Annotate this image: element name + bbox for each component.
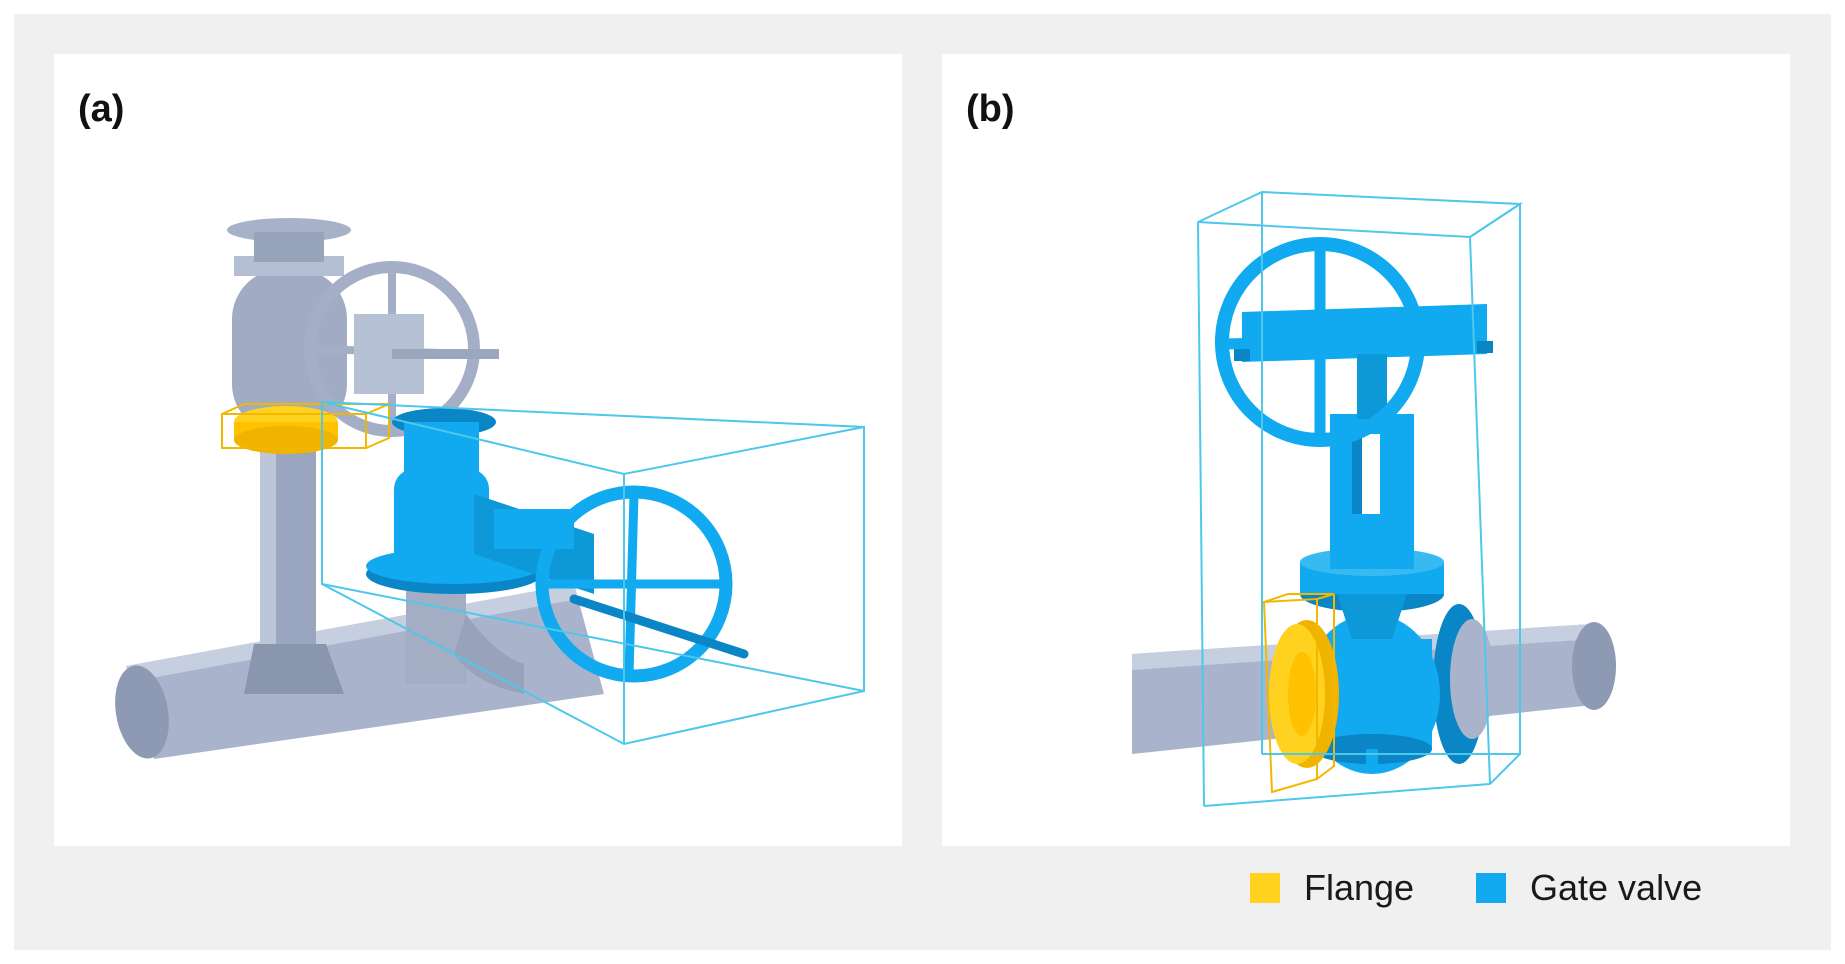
gate-valve-body-a [394,469,489,574]
blue-handwheel-a [535,485,733,683]
pipe-scene-b [1132,190,1616,807]
legend-label-gate-valve: Gate valve [1530,867,1703,908]
panel-a-label: (a) [78,88,125,130]
gate-valve-bbox-a [321,400,865,746]
pipe-end-a [115,665,169,759]
legend-swatch-flange [1250,873,1280,903]
panel-a: (a) [54,54,902,846]
legend-label-flange: Flange [1304,867,1415,908]
gate-valve-beam-b [1242,304,1487,362]
flange-bbox-b [1262,593,1335,794]
pipe-end-b [1572,622,1616,710]
panel-b: (b) [942,54,1790,846]
legend-item-flange: Flange [1250,867,1415,908]
legend-swatch-gate-valve [1476,873,1506,903]
gate-valve-bbox-b [1197,190,1524,807]
pipe-scene-a [115,218,865,759]
legend: Flange Gate valve [14,858,1831,918]
figure-frame: (a) [14,14,1831,950]
main-pipe-a [126,584,604,759]
flange-bbox-a [221,403,390,449]
legend-item-gate-valve: Gate valve [1476,867,1703,908]
panel-b-label: (b) [966,88,1015,130]
